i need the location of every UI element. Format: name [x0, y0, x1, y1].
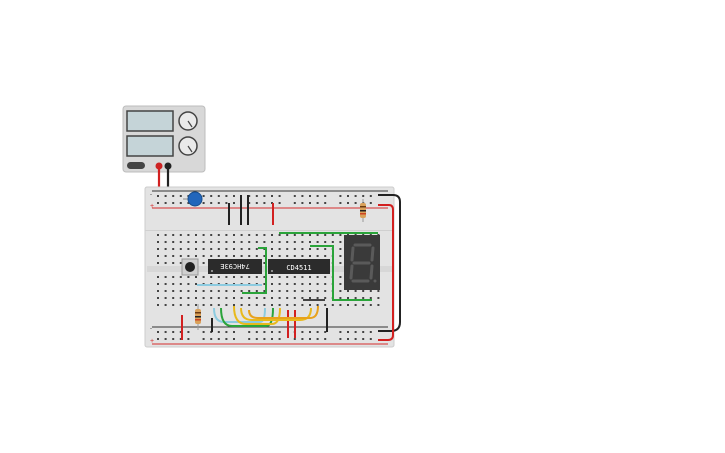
svg-text:+: + [150, 338, 154, 345]
capacitor[interactable] [183, 191, 203, 207]
ic-74hc93e-label: 74HC93E [220, 262, 250, 270]
resistor-bottom[interactable] [195, 304, 201, 330]
power-supply[interactable] [122, 105, 206, 173]
power-switch[interactable] [127, 162, 145, 169]
svg-text:-: - [150, 192, 152, 198]
orange-bend-wire[interactable] [248, 305, 319, 319]
pushbutton[interactable] [181, 258, 199, 276]
red-loop-wire[interactable] [378, 204, 394, 341]
ic-cd4511-label: CD4511 [286, 264, 311, 272]
ic-74hc93e[interactable]: 74HC93E [208, 259, 262, 274]
current-display [126, 135, 174, 157]
green-wire-2[interactable] [242, 247, 267, 294]
green-wire-3[interactable] [310, 245, 372, 301]
svg-text:-: - [150, 326, 152, 332]
voltage-display [126, 110, 174, 132]
yellow-bend-wire-2[interactable] [240, 307, 312, 321]
seven-segment-display[interactable] [344, 235, 380, 290]
yellow-bend-wire-1[interactable] [233, 305, 281, 325]
svg-text:+: + [150, 203, 154, 210]
resistor-top[interactable] [360, 199, 366, 222]
ic-cd4511[interactable]: CD4511 [268, 259, 330, 274]
black-loop-wire[interactable] [378, 194, 401, 332]
blue-bend-wire[interactable] [213, 307, 266, 323]
